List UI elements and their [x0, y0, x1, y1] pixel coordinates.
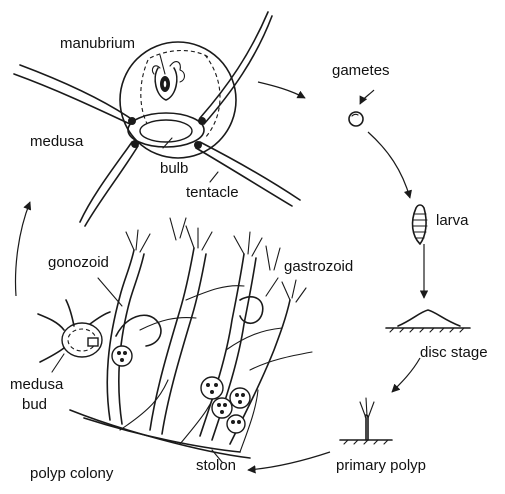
- manubrium-structure: [152, 62, 184, 100]
- label-medusa: medusa: [30, 133, 83, 150]
- larva-drawing: [413, 205, 427, 244]
- tentacle-left-bottom: [85, 146, 138, 226]
- tentacle-left-bottom-b: [80, 142, 132, 222]
- disc-stage-drawing: [386, 310, 470, 332]
- tentacle-left-top: [20, 65, 130, 118]
- label-gastrozoid: gastrozoid: [284, 258, 353, 275]
- label-medusa-bud-line2: bud: [22, 396, 47, 413]
- arrow-polyp-to-colony: [248, 452, 330, 470]
- label-disc-stage: disc stage: [420, 344, 488, 361]
- label-manubrium: manubrium: [60, 35, 135, 52]
- arrow-gametes-pointer: [360, 90, 374, 104]
- label-medusa-bud-line1: medusa: [10, 376, 63, 393]
- gonophore-1: [112, 346, 132, 366]
- arrow-colony-to-medusa: [16, 202, 30, 296]
- gonophore-3: [212, 398, 232, 418]
- arrow-disc-to-polyp: [392, 358, 420, 392]
- label-bulb: bulb: [160, 160, 188, 177]
- medusa-drawing: [14, 12, 300, 226]
- label-stolon: stolon: [196, 457, 236, 474]
- medusa-bell-inner-top: [150, 51, 210, 59]
- label-polyp-colony: polyp colony: [30, 465, 113, 482]
- label-gametes: gametes: [332, 62, 390, 79]
- tentacle-right-top: [200, 12, 268, 118]
- primary-polyp-drawing: [340, 398, 392, 444]
- tentacle-left-top-b: [14, 74, 130, 124]
- ring-canal-inner: [140, 120, 192, 142]
- gamete-drawing: [349, 112, 363, 126]
- medusa-bud-drawing: [38, 300, 110, 362]
- gonophore-5: [227, 415, 245, 433]
- arrow-gamete-to-larva: [368, 132, 410, 198]
- label-larva: larva: [436, 212, 469, 229]
- gonophore-4: [230, 388, 250, 408]
- gonophore-2: [201, 377, 223, 399]
- label-primary-polyp: primary polyp: [336, 457, 426, 474]
- arrow-medusa-to-gametes: [258, 82, 305, 98]
- label-tentacle: tentacle: [186, 184, 239, 201]
- label-gonozoid: gonozoid: [48, 254, 109, 271]
